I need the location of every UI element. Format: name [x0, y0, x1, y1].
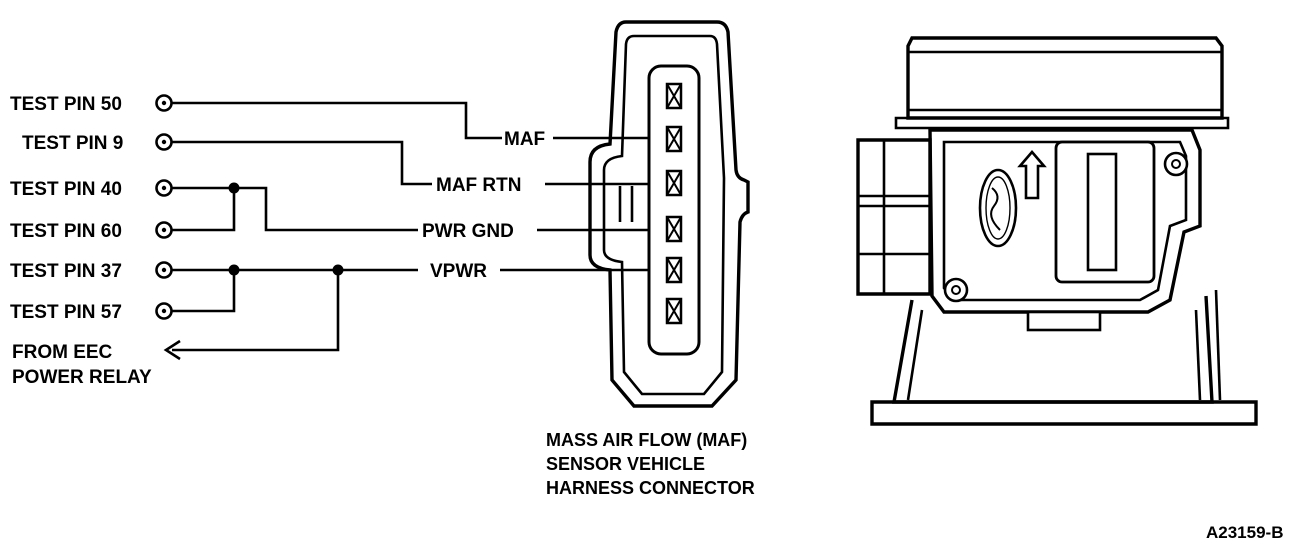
test-pin-37: TEST PIN 37 [10, 261, 173, 282]
wire-maf-left [171, 101, 502, 140]
caption-line3: HARNESS CONNECTOR [546, 478, 755, 498]
caption-line2: SENSOR VEHICLE [546, 454, 705, 474]
figure-id: A23159-B [1206, 523, 1284, 542]
relay-label-line1: FROM EEC [12, 342, 113, 363]
splice-dot-vpwr-2 [332, 264, 344, 276]
relay-arrow-icon [163, 339, 181, 361]
test-pin-57: TEST PIN 57 [10, 302, 173, 323]
splice-dot-vpwr-1 [228, 264, 240, 276]
wires [163, 101, 667, 361]
connector-caption: MASS AIR FLOW (MAF) SENSOR VEHICLE HARNE… [546, 430, 755, 498]
test-pin-50-label: TEST PIN 50 [10, 94, 122, 115]
signal-maf-rtn-label: MAF RTN [436, 175, 521, 196]
signal-labels: MAF MAF RTN PWR GND VPWR [422, 129, 545, 282]
flow-arrow-icon [1017, 150, 1047, 200]
test-pin-60-label: TEST PIN 60 [10, 221, 122, 242]
harness-connector [588, 20, 750, 408]
eec-power-relay-label: FROM EEC POWER RELAY [12, 342, 152, 388]
test-pin-9: TEST PIN 9 [22, 133, 173, 154]
signal-pwr-gnd-label: PWR GND [422, 221, 514, 242]
splice-dot-ground [228, 182, 240, 194]
wire-pwr-gnd-left [171, 186, 418, 232]
signal-maf-label: MAF [504, 129, 545, 150]
test-pin-9-label: TEST PIN 9 [22, 133, 123, 154]
test-pin-50: TEST PIN 50 [10, 94, 173, 115]
wire-maf-rtn-left [171, 140, 432, 186]
maf-sensor-illustration [856, 36, 1258, 426]
connector-terminals [665, 82, 683, 325]
signal-vpwr-label: VPWR [430, 261, 487, 282]
wire-vpwr-branch [171, 270, 236, 313]
test-pin-40: TEST PIN 40 [10, 179, 173, 200]
test-pin-60: TEST PIN 60 [10, 221, 173, 242]
wire-pwr-gnd-branch [171, 188, 236, 232]
relay-label-line2: POWER RELAY [12, 367, 152, 388]
test-pin-40-label: TEST PIN 40 [10, 179, 122, 200]
caption-line1: MASS AIR FLOW (MAF) [546, 430, 747, 450]
wire-relay [172, 270, 340, 352]
test-pin-57-label: TEST PIN 57 [10, 302, 122, 323]
test-pin-37-label: TEST PIN 37 [10, 261, 122, 282]
